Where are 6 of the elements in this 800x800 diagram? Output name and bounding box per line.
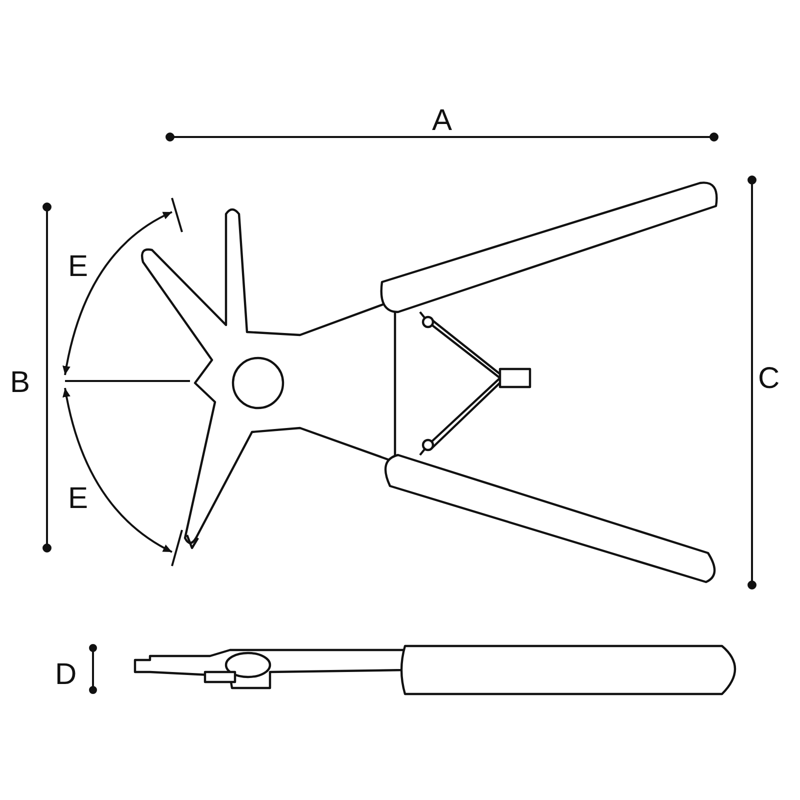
dimension-label: E — [68, 484, 88, 514]
dimension-label: E — [68, 252, 88, 282]
dimension-label: C — [758, 364, 780, 394]
dimension-label: B — [10, 368, 30, 398]
dimension-label: A — [432, 106, 452, 136]
dimension-label: D — [55, 660, 77, 690]
